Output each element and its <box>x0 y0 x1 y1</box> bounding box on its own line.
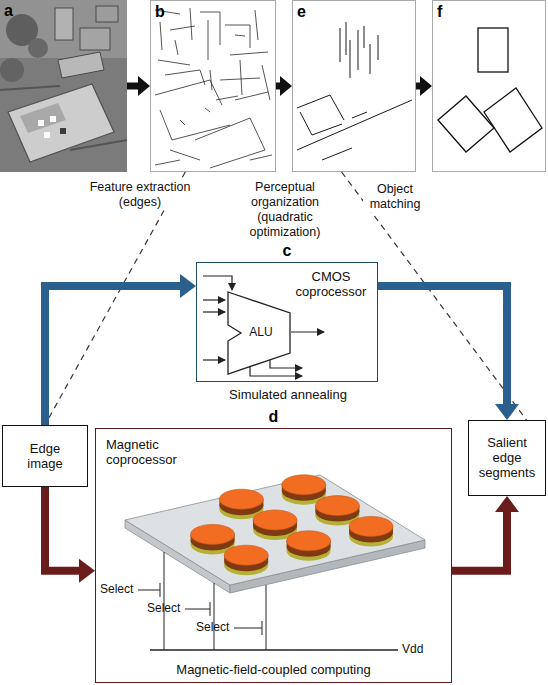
signal-label: Vdd <box>402 642 423 657</box>
arrow-head <box>495 496 519 512</box>
aerial-photo <box>38 120 44 126</box>
box-caption: Simulated annealing <box>177 387 399 402</box>
aerial-photo <box>0 0 127 58</box>
matched-objects <box>438 96 494 152</box>
aerial-photo <box>50 116 56 122</box>
connector-line <box>416 83 421 90</box>
arrow-head <box>495 404 519 420</box>
connector-line <box>378 286 507 405</box>
aerial-photo <box>58 52 104 78</box>
arrow-head <box>280 76 292 96</box>
box-label: Edge image <box>20 441 70 471</box>
arrow-head <box>138 76 150 96</box>
alu-label: ALU <box>241 325 281 340</box>
alu-wires <box>203 299 225 300</box>
alu-wires <box>291 331 324 332</box>
panel-letter: e <box>297 3 306 21</box>
panel-letter: c <box>197 242 377 260</box>
arrow-head <box>180 274 196 298</box>
step-label: Object matching <box>363 182 427 212</box>
alu-symbol: ALU <box>227 291 291 375</box>
flow-arrow <box>416 76 432 96</box>
zoom-leader <box>342 172 527 420</box>
connector-line <box>452 511 507 571</box>
select-transistors <box>150 649 398 650</box>
connector-line <box>342 172 527 420</box>
flow-arrow <box>276 76 292 96</box>
aerial-photo <box>60 128 66 134</box>
process-box: Edge image <box>2 425 88 487</box>
alu-wires <box>203 359 225 360</box>
aerial-photo <box>44 132 50 138</box>
aerial-photo <box>8 84 114 162</box>
box-title: CMOS coprocessor <box>289 269 373 299</box>
process-box: Salient edge segments <box>468 420 546 496</box>
aerial-photo <box>28 38 48 58</box>
select-transistors <box>185 583 214 650</box>
connector-line <box>276 83 281 90</box>
panel-letter: a <box>4 2 13 20</box>
aerial-photo <box>0 0 127 172</box>
alu-wires <box>203 276 232 290</box>
aerial-photo <box>0 0 127 172</box>
box-title: Magnetic coprocessor <box>106 437 206 467</box>
aerial-photo <box>96 6 118 22</box>
aerial-photo <box>20 103 66 133</box>
connector-line <box>45 487 80 571</box>
aerial-photo <box>55 8 73 40</box>
coprocessor-box: cCMOS coprocessorSimulated annealingALU <box>196 262 378 382</box>
panel-letter: b <box>155 3 165 21</box>
signal-label: Select <box>196 620 229 635</box>
flow-arrow <box>127 76 150 96</box>
magnet-array <box>287 531 331 561</box>
edge-map <box>155 8 272 168</box>
coprocessor-box: dMagnetic coprocessorMagnetic-field-coup… <box>95 428 452 683</box>
select-transistors <box>138 552 398 650</box>
image-panel: b <box>150 0 276 172</box>
alu-wires <box>270 360 302 368</box>
arrow-head <box>79 559 95 583</box>
box-label: Salient edge segments <box>475 435 539 480</box>
flow-arrow <box>45 487 95 583</box>
step-label: Feature extraction (edges) <box>81 180 199 210</box>
panel-letter: d <box>96 408 451 426</box>
signal-label: Select <box>100 582 133 597</box>
panel-letter: f <box>437 3 442 21</box>
magnet-array <box>224 545 268 575</box>
magnet-array <box>125 475 425 593</box>
flow-arrow <box>452 496 519 571</box>
select-transistors <box>234 585 266 650</box>
aerial-photo <box>80 28 110 50</box>
matched-objects <box>484 88 542 152</box>
flow-arrow <box>378 286 519 420</box>
salient-edges <box>297 22 412 160</box>
magnet-array <box>349 516 393 546</box>
salient-edges <box>297 22 412 160</box>
image-panel: e <box>292 0 416 172</box>
signal-label: Select <box>147 601 180 616</box>
connector-line <box>127 83 139 90</box>
aerial-photo <box>0 86 127 150</box>
image-panel: f <box>432 0 546 172</box>
box-caption: Magnetic-field-coupled computing <box>96 662 451 677</box>
image-panel: a <box>0 0 127 172</box>
alu-outline <box>228 292 290 374</box>
connector-line <box>45 286 181 425</box>
matched-objects <box>478 28 508 72</box>
arrow-head <box>420 76 432 96</box>
alu-wires <box>203 311 225 312</box>
edge-map <box>155 8 272 168</box>
aerial-photo <box>0 58 24 82</box>
magnet-array <box>125 475 425 585</box>
flow-arrow <box>45 274 196 425</box>
step-label: Perceptual organization (quadratic optim… <box>240 180 330 240</box>
matched-objects <box>438 28 542 152</box>
